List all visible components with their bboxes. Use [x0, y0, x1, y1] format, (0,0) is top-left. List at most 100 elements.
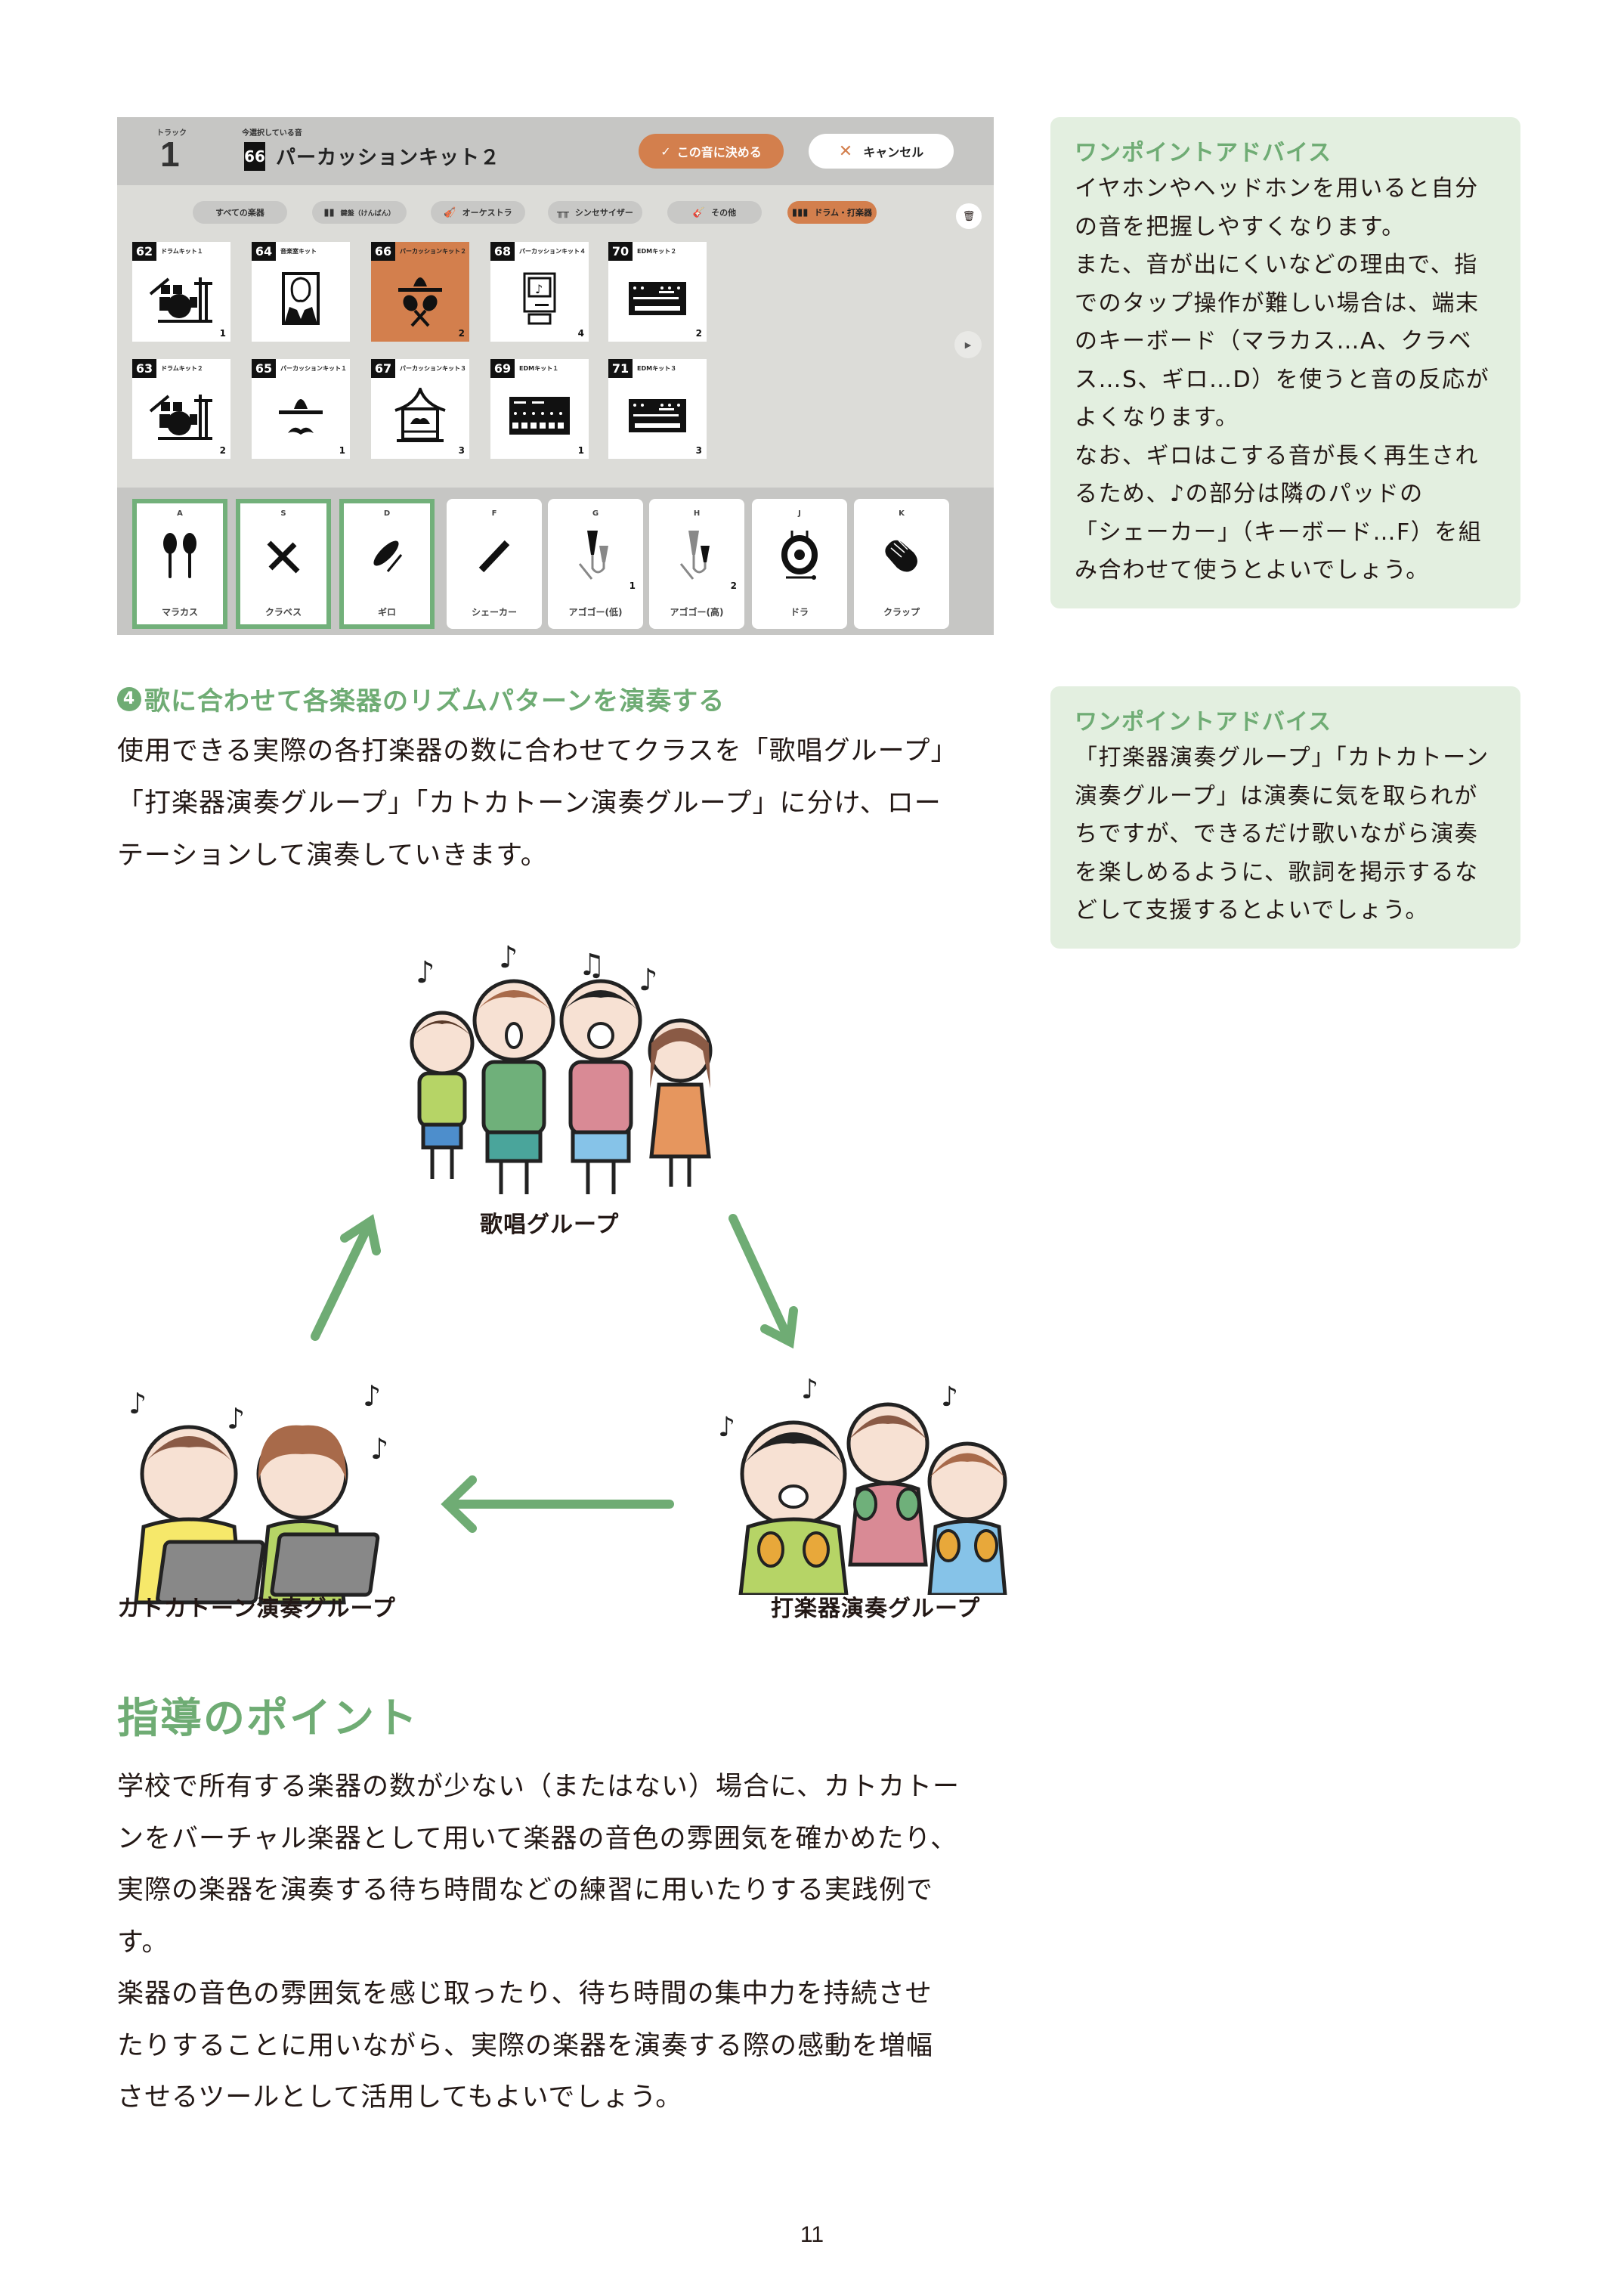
rotation-diagram: ♪ ♪ ♫ ♪ 歌唱グループ	[113, 937, 1043, 1633]
pad-shaker[interactable]: F シェーカー	[447, 499, 542, 629]
pad-agogo-high[interactable]: H 2 アゴゴー(高)	[649, 499, 744, 629]
next-page-button[interactable]: ▶	[954, 331, 982, 358]
kit-number: 64	[252, 242, 276, 261]
pad-clap[interactable]: K クラップ	[854, 499, 949, 629]
kit-number: 66	[371, 242, 395, 261]
kit-tile-65[interactable]: 65 パーカッションキット１ 1	[252, 359, 350, 459]
current-sound-name: パーカッションキット２	[276, 147, 501, 169]
check-icon: ✓	[660, 144, 671, 159]
advice-line: 演奏グループ」は演奏に気を取られが	[1075, 782, 1478, 810]
drum-kit-icon	[132, 272, 230, 325]
confirm-sound-button[interactable]: ✓ この音に決める	[639, 134, 784, 169]
kit-tile-69[interactable]: 69 EDMキット１ 1	[490, 359, 589, 459]
delete-button[interactable]: 🗑	[956, 203, 982, 229]
kit-number: 63	[132, 359, 156, 378]
claves-icon	[240, 525, 326, 586]
kit-tile-70[interactable]: 70 EDMキット２ 2	[608, 242, 707, 342]
kit-count: 2	[458, 328, 465, 339]
advice-line: イヤホンやヘッドホンを用いると自分	[1075, 175, 1479, 202]
pad-gong[interactable]: J ドラ	[752, 499, 847, 629]
pad-maracas[interactable]: A マラカス	[132, 499, 227, 629]
pad-key: F	[491, 509, 497, 518]
cancel-button[interactable]: ✕ キャンセル	[809, 134, 954, 169]
advice-line: なお、ギロはこする音が長く再生され	[1075, 442, 1479, 469]
filter-drums[interactable]: ▮▮▮ ドラム・打楽器	[787, 201, 877, 224]
step-number: 4	[117, 686, 141, 711]
points-heading: 指導のポイント	[117, 1694, 419, 1742]
percussion-children-illustration: ♪ ♪ ♪	[718, 1374, 1007, 1595]
sombrero-maracas-icon	[371, 272, 469, 327]
pad-name: ドラ	[790, 607, 809, 618]
katokatone-children-illustration: ♪ ♪ ♪ ♪	[128, 1379, 388, 1605]
section-title: 歌に合わせて各楽器のリズムパターンを演奏する	[144, 686, 725, 717]
close-icon: ✕	[838, 141, 853, 161]
advice-line: を楽しめるように、歌詞を掲示するな	[1075, 859, 1479, 886]
violin-icon: 🎻	[444, 206, 456, 218]
kit-number: 62	[132, 242, 156, 261]
advice-box-2: ワンポイントアドバイス 「打楽器演奏グループ」「カトカトーン 演奏グループ」は演…	[1050, 686, 1520, 949]
section-heading: 4 歌に合わせて各楽器のリズムパターンを演奏する	[117, 680, 725, 717]
svg-text:♪: ♪	[499, 940, 518, 975]
filter-label: すべての楽器	[215, 208, 264, 218]
singing-group-label: 歌唱グループ	[480, 1212, 620, 1238]
kit-name: パーカッションキット１	[280, 365, 347, 372]
kit-name: EDMキット１	[519, 365, 559, 372]
kit-count: 1	[219, 328, 226, 339]
filter-all[interactable]: すべての楽器	[193, 201, 287, 224]
svg-text:♪: ♪	[370, 1432, 388, 1466]
pad-claves[interactable]: S クラベス	[236, 499, 331, 629]
arrowhead-left	[441, 1475, 477, 1533]
advice-line: また、音が出にくいなどの理由で、指	[1075, 252, 1478, 278]
kit-tile-68[interactable]: 68 パーカッションキット４ ♪ 4	[490, 242, 589, 342]
kit-tile-67[interactable]: 67 パーカッションキット３ 3	[371, 359, 469, 459]
kit-number: 71	[608, 359, 633, 378]
clap-icon	[854, 525, 949, 586]
filter-synth[interactable]: ╥╥ シンセサイザー	[548, 201, 642, 224]
confirm-label: この音に決める	[676, 145, 762, 159]
filter-label: シンセサイザー	[574, 208, 633, 218]
filter-orchestra[interactable]: 🎻 オーケストラ	[431, 201, 525, 224]
pad-agogo-low[interactable]: G 1 アゴゴー(低)	[548, 499, 643, 629]
pad-key: H	[693, 509, 701, 518]
body-line: 使用できる実際の各打楽器の数に合わせてクラスを「歌唱グループ」	[117, 736, 958, 766]
kit-name: パーカッションキット３	[400, 365, 466, 372]
gong-icon	[752, 525, 847, 586]
kit-tile-64[interactable]: 64 音楽室キット	[252, 242, 350, 342]
drum-machine-icon	[608, 272, 707, 325]
arrow-down-right	[728, 1214, 794, 1346]
drum-pads-icon: ▮▮▮	[791, 206, 809, 218]
section-body: 使用できる実際の各打楽器の数に合わせてクラスを「歌唱グループ」 「打楽器演奏グル…	[117, 726, 1001, 882]
body-line: たりすることに用いながら、実際の楽器を演奏する際の感動を増幅	[117, 2030, 934, 2061]
kit-count: 4	[577, 328, 584, 339]
kit-tile-63[interactable]: 63 ドラムキット２ 2	[132, 359, 230, 459]
points-body: 学校で所有する楽器の数が少ない（またはない）場合に、カトカトー ンをバーチャル楽…	[117, 1761, 1024, 2124]
instrument-pads: A マラカス S クラベス D ギロ F シェーカー	[117, 488, 994, 635]
synth-icon: ╥╥	[557, 206, 569, 218]
kit-tile-71[interactable]: 71 EDMキット３ 3	[608, 359, 707, 459]
kit-tile-62[interactable]: 62 ドラムキット１ 1	[132, 242, 230, 342]
pad-key: K	[899, 509, 905, 518]
pad-name: アゴゴー(低)	[568, 607, 623, 618]
pad-guiro[interactable]: D ギロ	[339, 499, 435, 629]
app-screenshot: トラック 1 今選択している音 66 パーカッションキット２ ✓ この音に決める…	[117, 117, 994, 635]
filter-label: その他	[711, 208, 737, 218]
filter-other[interactable]: 🎸 その他	[667, 201, 762, 224]
guiro-icon	[344, 525, 430, 586]
filter-keyboard[interactable]: ▮▮ 鍵盤（けんばん）	[312, 201, 407, 224]
advice-line: ちですが、できるだけ歌いながら演奏	[1075, 821, 1479, 847]
app-header: トラック 1 今選択している音 66 パーカッションキット２ ✓ この音に決める…	[117, 117, 994, 185]
advice-line: の音を把握しやすくなります。	[1075, 213, 1406, 240]
kit-tile-66[interactable]: 66 パーカッションキット２ 2	[371, 242, 469, 342]
svg-text:♪: ♪	[535, 282, 543, 296]
advice-title: ワンポイントアドバイス	[1075, 709, 1332, 735]
kit-count: 3	[695, 445, 702, 456]
percussion-group-label: 打楽器演奏グループ	[771, 1596, 981, 1622]
kit-count: 1	[577, 445, 584, 456]
pad-key: D	[383, 509, 391, 518]
shaker-icon	[447, 525, 542, 586]
current-sound-number: 66	[244, 142, 265, 171]
kit-name: EDMキット２	[637, 248, 677, 255]
sequencer-icon	[490, 389, 589, 442]
sombrero-mustache-icon	[252, 389, 350, 442]
pad-name: クラップ	[883, 607, 920, 618]
